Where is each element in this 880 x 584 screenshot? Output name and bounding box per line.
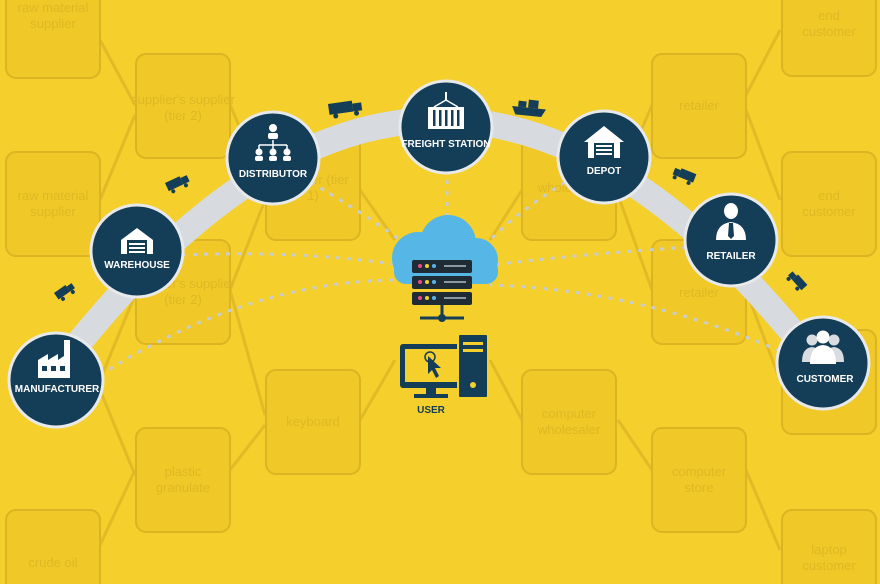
org-chart-icon xyxy=(255,124,291,161)
node-manufacturer[interactable]: MANUFACTURER xyxy=(7,331,105,429)
bg-box-label: keyboard xyxy=(286,414,339,429)
bg-box-label: crude oil xyxy=(28,555,77,570)
bg-box-raw-material-supplier-1 xyxy=(5,0,101,79)
bg-box-end-customer-2 xyxy=(781,151,877,257)
bg-box-crude-oil xyxy=(5,509,101,584)
bg-box-retailer-1 xyxy=(651,53,747,159)
bg-box-plastic-granulate xyxy=(135,427,231,533)
container-crane-icon xyxy=(428,92,464,129)
businessman-icon xyxy=(716,203,746,240)
node-depot[interactable]: DEPOT xyxy=(556,109,652,205)
node-customer[interactable]: CUSTOMER xyxy=(775,315,871,411)
cloud-server-icon xyxy=(392,215,498,322)
bg-box-computer-store xyxy=(651,427,747,533)
node-distributor[interactable]: DISTRIBUTOR xyxy=(225,110,321,206)
desktop-computer-icon xyxy=(400,333,489,399)
truck-icon xyxy=(328,100,363,119)
factory-icon xyxy=(38,340,70,378)
bg-box-end-customer-1 xyxy=(781,0,877,77)
people-group-icon xyxy=(802,330,844,364)
truck-icon xyxy=(54,283,75,301)
bg-box-label: retailer xyxy=(679,285,719,300)
truck-icon xyxy=(672,167,697,185)
cargo-ship-icon xyxy=(512,99,546,118)
depot-garage-icon xyxy=(584,126,624,158)
node-customer-label: CUSTOMER xyxy=(796,374,854,385)
bg-box-laptop-customer xyxy=(781,509,877,584)
node-retailer[interactable]: RETAILER xyxy=(683,192,779,288)
bg-box-keyboard xyxy=(265,369,361,475)
node-depot-label: DEPOT xyxy=(587,166,621,177)
node-warehouse-label: WAREHOUSE xyxy=(104,260,170,271)
truck-icon xyxy=(786,271,808,291)
node-freight-station-label: FREIGHT STATION xyxy=(401,139,490,150)
bg-box-computer-wholesaler xyxy=(521,369,617,475)
truck-icon xyxy=(165,175,190,194)
node-manufacturer-label: MANUFACTURER xyxy=(15,384,100,395)
node-freight-station[interactable]: FREIGHT STATION xyxy=(398,79,494,175)
node-retailer-label: RETAILER xyxy=(706,251,756,262)
node-warehouse[interactable]: WAREHOUSE xyxy=(89,203,185,299)
bg-box-suppliers-supplier-1 xyxy=(135,53,231,159)
user-label: USER xyxy=(417,405,446,416)
bg-box-label: supplier's supplier(tier 2) xyxy=(131,92,235,123)
node-distributor-label: DISTRIBUTOR xyxy=(239,169,308,180)
warehouse-icon xyxy=(121,228,153,254)
bg-box-raw-material-supplier-2 xyxy=(5,151,101,257)
bg-box-label: retailer xyxy=(679,98,719,113)
